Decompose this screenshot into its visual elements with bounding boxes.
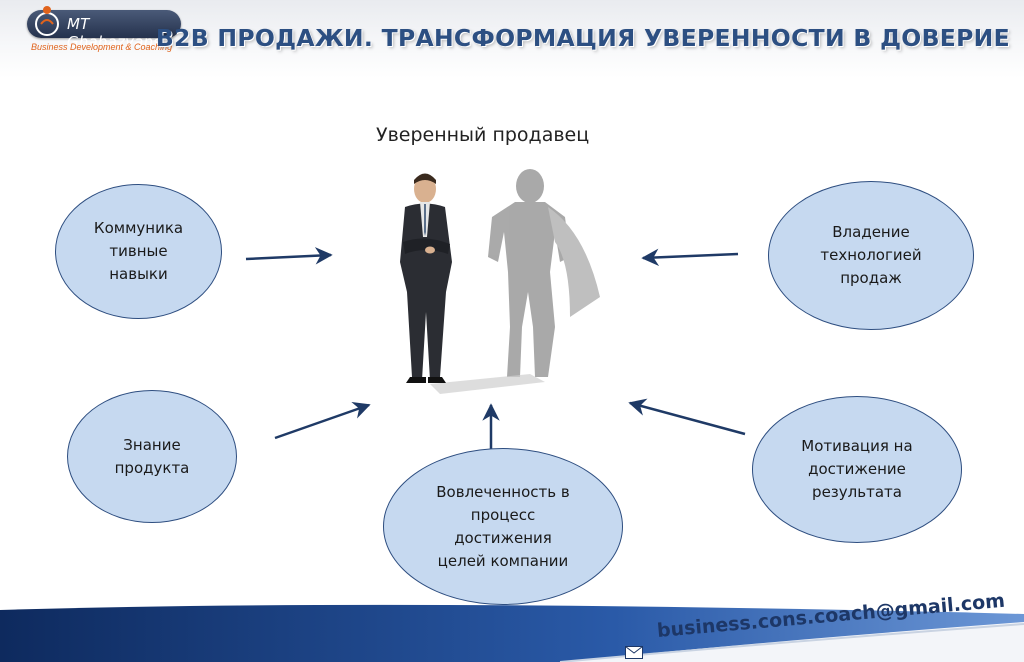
bubble-label: Мотивация на достижение результата: [801, 437, 913, 501]
arrow-sales-technology: [641, 248, 739, 267]
logo-name: MT Ghabazyans: [67, 15, 162, 51]
bubble-label: Коммуника тивные навыки: [93, 219, 184, 283]
bubble-engagement: Вовлеченность в процесс достижения целей…: [383, 448, 623, 605]
bubble-label: Владение технологией продаж: [820, 223, 922, 287]
logo-tagline: Business Development & Coaching: [31, 42, 173, 52]
bubble-motivation: Мотивация на достижение результата: [752, 396, 962, 543]
bubble-communication-skills: Коммуника тивные навыки: [55, 184, 222, 319]
slide-title: B2B ПРОДАЖИ. ТРАНСФОРМАЦИЯ УВЕРЕННОСТИ В…: [155, 24, 1010, 52]
businessman-figure: [400, 173, 452, 383]
bubble-label: Знание продукта: [114, 435, 190, 477]
footer-wave: [0, 604, 1024, 662]
mail-icon: [625, 646, 643, 659]
arrow-product-knowledge: [274, 401, 371, 440]
superhero-shadow: [430, 169, 600, 394]
bubble-label: Вовлеченность в процесс достижения целей…: [436, 482, 570, 570]
salesman-illustration: [400, 169, 600, 394]
arrow-motivation: [628, 398, 746, 436]
center-label: Уверенный продавец: [376, 124, 590, 146]
company-logo: MT Ghabazyans Business Development & Coa…: [27, 6, 183, 54]
bubble-product-knowledge: Знание продукта: [67, 390, 237, 523]
arrow-communication: [245, 247, 333, 265]
bubble-sales-technology: Владение технологией продаж: [768, 181, 974, 330]
logo-mark-icon: [35, 6, 59, 36]
